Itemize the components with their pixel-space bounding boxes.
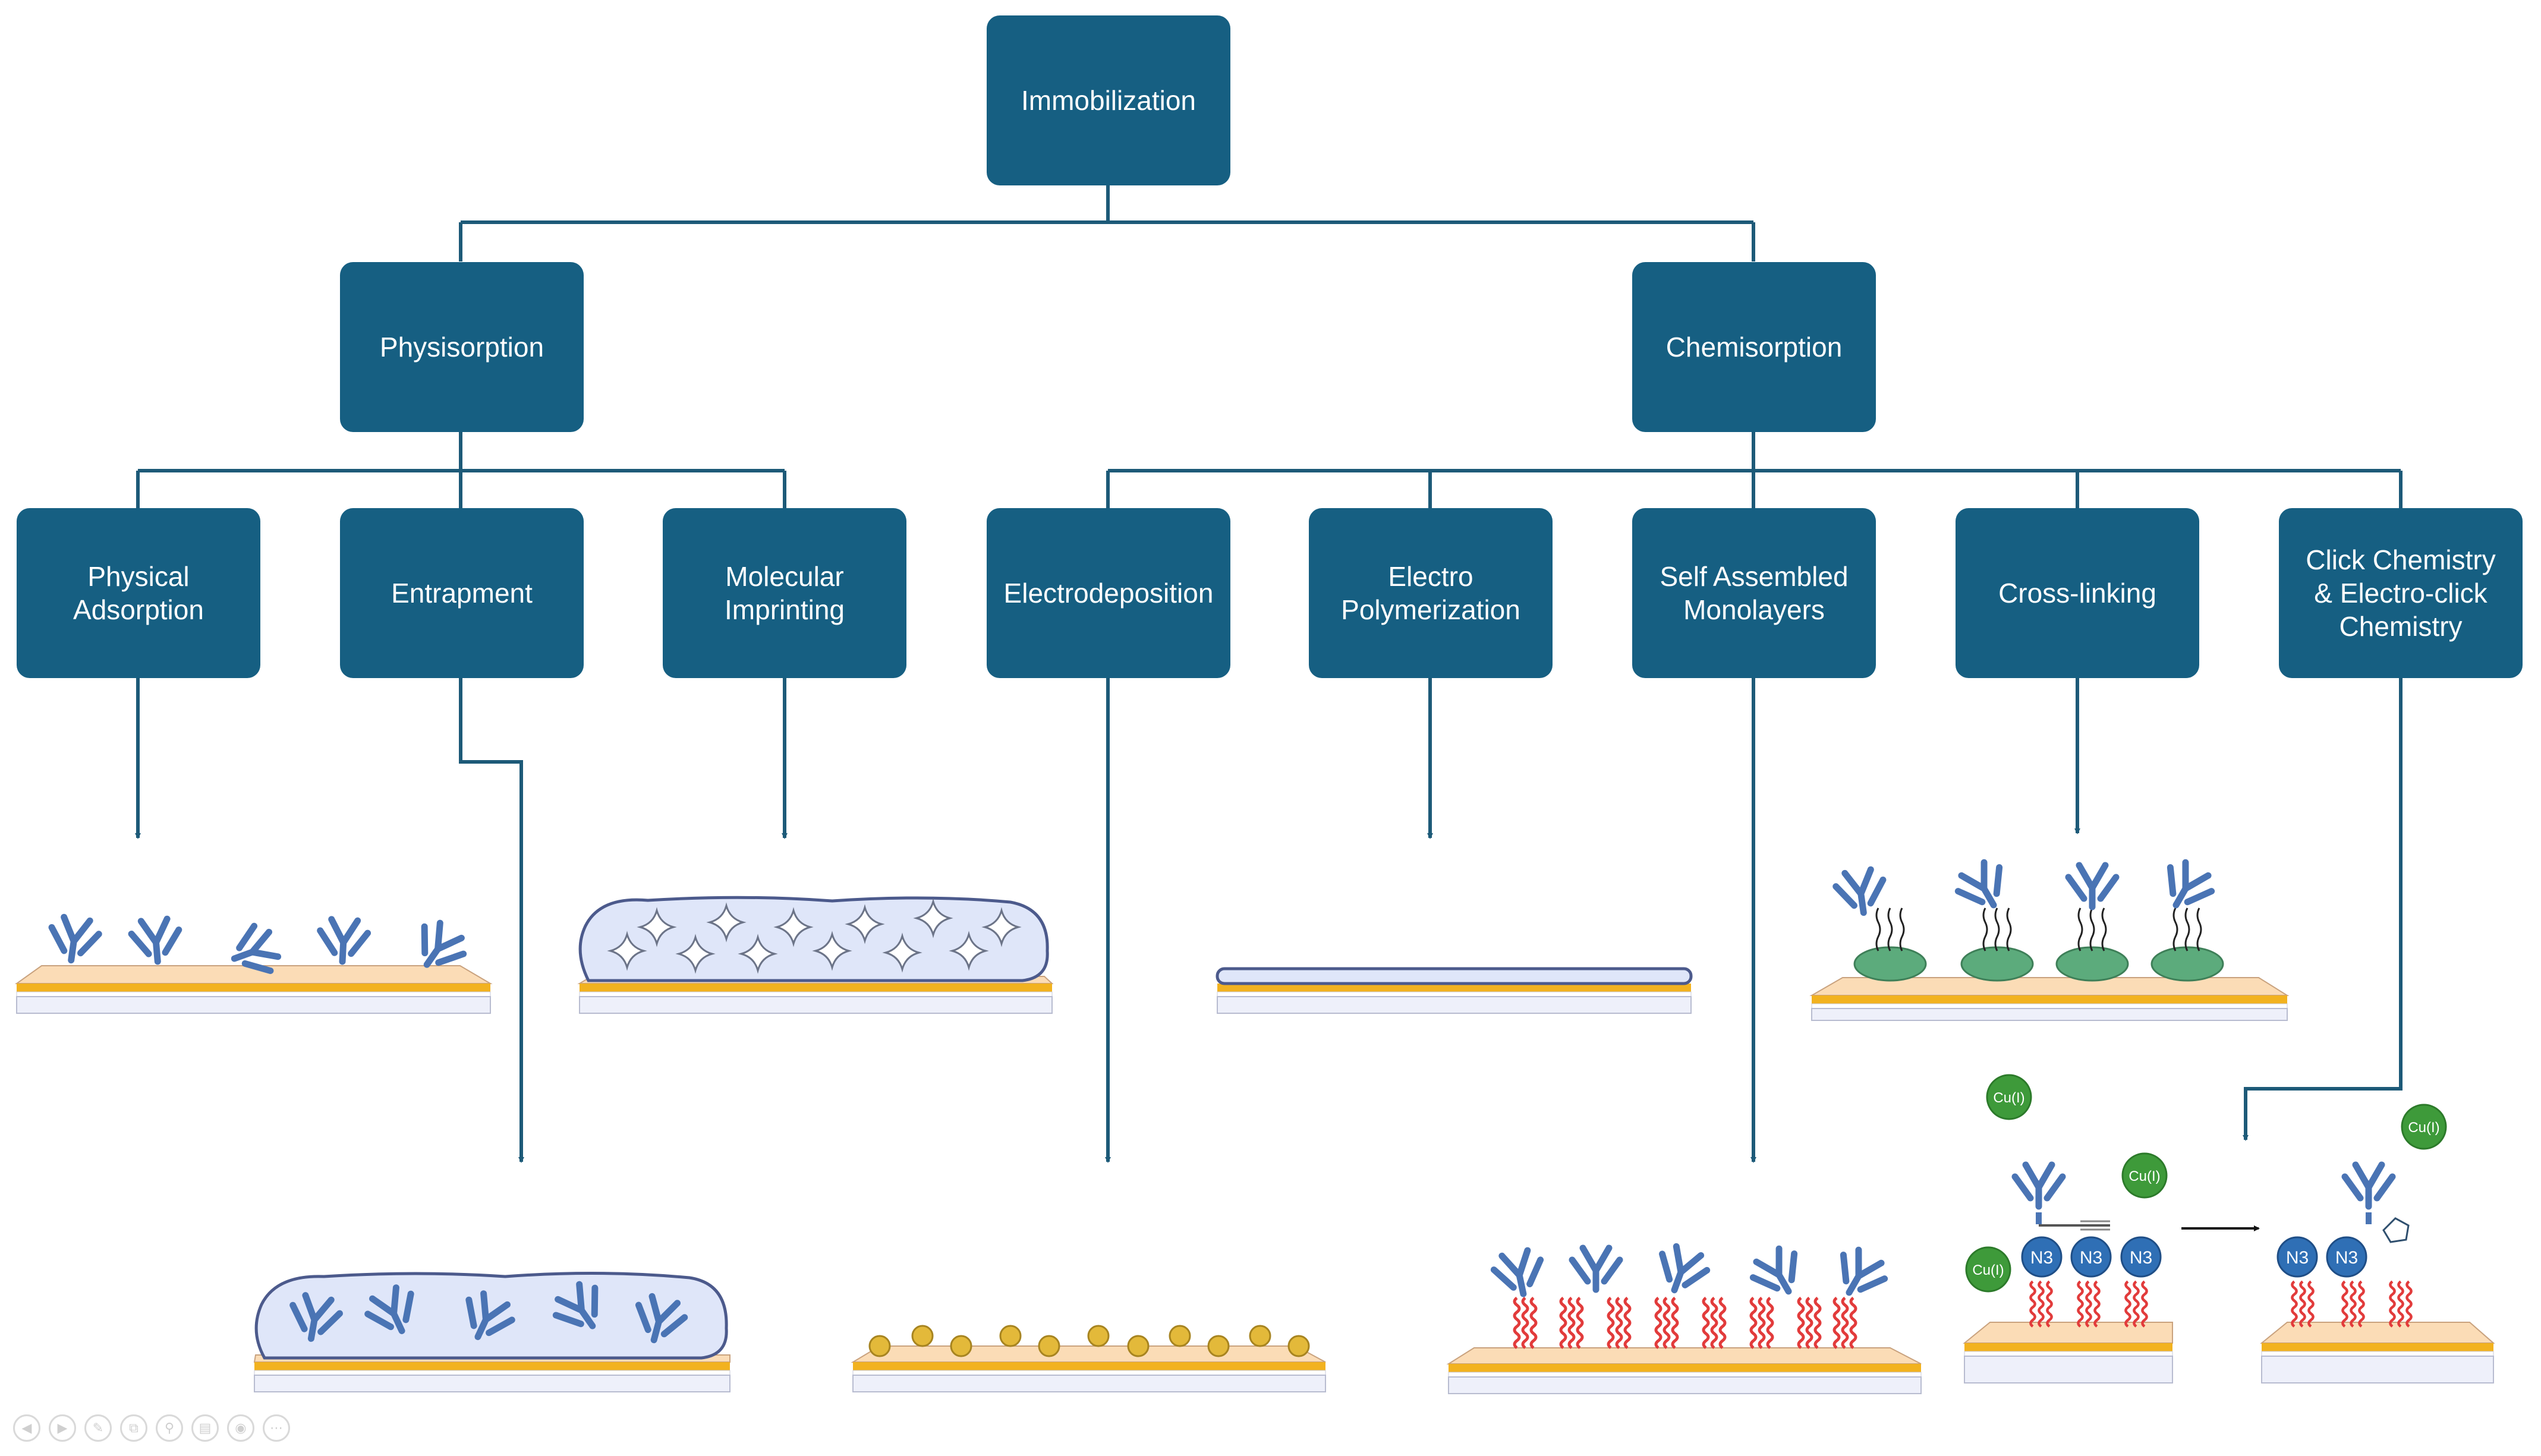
node-cross-linking[interactable]: Cross-linking — [1956, 508, 2199, 678]
cross-linking-illustration — [1809, 857, 2290, 1021]
camera-icon[interactable]: ◉ — [227, 1414, 254, 1442]
subtitles-icon[interactable]: ▤ — [191, 1414, 219, 1442]
node-electro-polymerization[interactable]: Electro Polymerization — [1309, 508, 1553, 678]
zoom-icon[interactable]: ⚲ — [156, 1414, 183, 1442]
node-physical-adsorption[interactable]: Physical Adsorption — [17, 508, 260, 678]
node-self-assembled-monolayers[interactable]: Self Assembled Monolayers — [1632, 508, 1876, 678]
electrodeposition-illustration — [851, 1325, 1326, 1392]
node-entrapment[interactable]: Entrapment — [340, 508, 584, 678]
copper-label-3: Cu(I) — [1972, 1262, 2004, 1278]
click-after-illustration: N3 N3 Cu(I) — [2260, 1104, 2495, 1383]
sam-illustration — [1446, 1243, 1922, 1394]
previous-slide-icon[interactable]: ◀ — [13, 1414, 40, 1442]
slideshow-controls: ◀ ▶ ✎ ⧉ ⚲ ▤ ◉ ⋯ — [13, 1414, 290, 1442]
azide-label-3: N3 — [2130, 1248, 2152, 1268]
node-electrodeposition[interactable]: Electrodeposition — [987, 508, 1230, 678]
next-slide-icon[interactable]: ▶ — [49, 1414, 76, 1442]
pen-icon[interactable]: ✎ — [84, 1414, 112, 1442]
connectors — [135, 185, 2403, 1163]
entrapment-illustration — [253, 1271, 731, 1392]
copy-slides-icon[interactable]: ⧉ — [120, 1414, 147, 1442]
node-molecular-imprinting[interactable]: Molecular Imprinting — [663, 508, 906, 678]
node-chemisorption[interactable]: Chemisorption — [1632, 262, 1876, 432]
azide-label-1: N3 — [2030, 1248, 2053, 1268]
copper-label-2: Cu(I) — [2128, 1168, 2160, 1184]
node-immobilization[interactable]: Immobilization — [987, 15, 1230, 185]
node-click-chemistry[interactable]: Click Chemistry & Electro-click Chemistr… — [2279, 508, 2523, 678]
azide-label-5: N3 — [2335, 1248, 2358, 1268]
physical-adsorption-illustration — [14, 916, 493, 1014]
electro-polymerization-illustration — [1216, 967, 1693, 1014]
copper-label-4: Cu(I) — [2408, 1120, 2439, 1136]
azide-label-2: N3 — [2080, 1248, 2102, 1268]
molecular-imprinting-illustration — [577, 896, 1054, 1014]
node-physisorption[interactable]: Physisorption — [340, 262, 584, 432]
copper-label-1: Cu(I) — [1993, 1090, 2024, 1106]
azide-label-4: N3 — [2286, 1248, 2309, 1268]
more-options-icon[interactable]: ⋯ — [263, 1414, 290, 1442]
click-before-illustration: N3 N3 N3 Cu(I) Cu(I) Cu(I) — [1963, 1074, 2173, 1383]
